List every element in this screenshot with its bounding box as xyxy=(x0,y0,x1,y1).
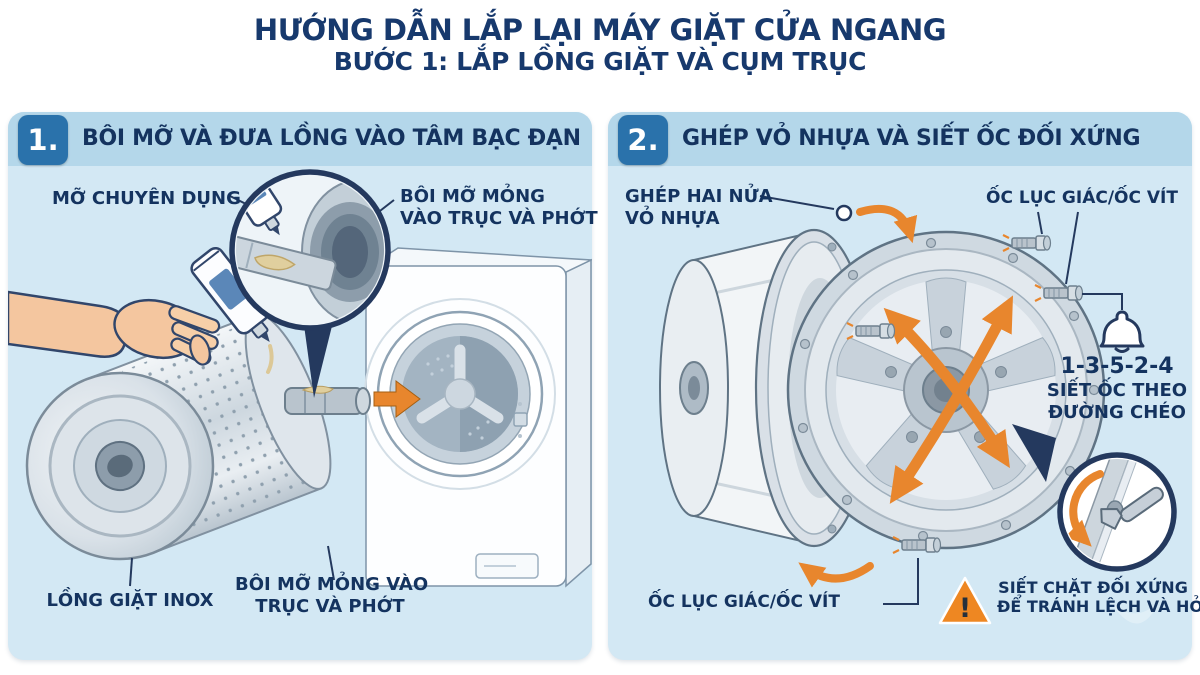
panel-1-artwork xyxy=(8,169,592,588)
panel-2-artwork: ! xyxy=(659,195,1177,625)
label-line: SIẾT ỐC THEO xyxy=(1046,380,1188,402)
wrench-icon xyxy=(1100,486,1164,530)
tighten-rotation-arrow xyxy=(1064,470,1104,547)
shaft-in-bearing xyxy=(236,235,337,291)
grease-drip xyxy=(266,344,274,374)
label-join-halves: GHÉP HAI NỬA VỎ NHỰA xyxy=(625,186,773,229)
rotation-arrow-bottom xyxy=(798,562,874,588)
panel-1-body: MỠ CHUYÊN DỤNG BÔI MỠ MỎNG VÀO TRỤC VÀ P… xyxy=(8,166,598,660)
label-line: ĐƯỜNG CHÉO xyxy=(1048,401,1186,423)
panel-2-header: 2. GHÉP VỎ NHỰA VÀ SIẾT ỐC ĐỐI XỨNG xyxy=(608,112,1192,166)
warning-icon: ! xyxy=(938,576,992,625)
label-line: ĐỂ TRÁNH LỆCH VÀ HỞ xyxy=(997,597,1200,617)
panel-2-body: ! GHÉP HAI NỬA VỎ NHỰA ỐC LỤC GIÁC/ỐC VÍ… xyxy=(608,166,1200,660)
panel-2-leader-lines xyxy=(759,195,1123,605)
step-1-title: BÔI MỠ VÀ ĐƯA LỒNG VÀO TÂM BẠC ĐẠN xyxy=(82,126,581,151)
forearm xyxy=(8,290,129,358)
callout-dot xyxy=(835,204,853,222)
page-title: HƯỚNG DẪN LẮP LẠI MÁY GIẶT CỬA NGANG BƯỚ… xyxy=(0,13,1200,77)
insert-arrow-icon xyxy=(373,380,421,418)
step-1-number: 1. xyxy=(18,115,68,165)
label-line: GHÉP HAI NỬA xyxy=(625,186,773,207)
stainless-drum-illustration xyxy=(25,313,371,561)
label-thin-grease-bottom: BÔI MỠ MỎNG VÀO TRỤC VÀ PHỚT xyxy=(235,574,429,617)
cross-tightening-arrows xyxy=(883,295,1014,504)
label-line: VỎ NHỰA xyxy=(625,207,720,229)
label-thin-grease-top: BÔI MỠ MỎNG VÀO TRỤC VÀ PHỚT xyxy=(400,186,598,229)
panel-step-1: 1. BÔI MỠ VÀ ĐƯA LỒNG VÀO TÂM BẠC ĐẠN xyxy=(8,112,598,660)
step-2-number: 2. xyxy=(618,115,668,165)
label-line: SIẾT CHẶT ĐỐI XỨNG xyxy=(998,578,1188,597)
washing-machine-illustration xyxy=(364,247,592,588)
warning-exclamation: ! xyxy=(959,593,971,624)
label-drum: LỒNG GIẶT INOX xyxy=(28,590,232,612)
title-line-2: BƯỚC 1: LẮP LỒNG GIẶT VÀ CỤM TRỤC xyxy=(333,47,867,77)
panel-step-2: 2. GHÉP VỎ NHỰA VÀ SIẾT ỐC ĐỐI XỨNG xyxy=(608,112,1200,660)
label-grease: MỠ CHUYÊN DỤNG xyxy=(52,188,241,210)
label-tighten-sequence: 1-3-5-2-4 SIẾT ỐC THEO ĐƯỜNG CHÉO xyxy=(1037,354,1197,424)
rim-bolt-holes xyxy=(797,237,1100,542)
rotation-arrow-top xyxy=(856,204,918,244)
label-warning: SIẾT CHẶT ĐỐI XỨNG ĐỂ TRÁNH LỆCH VÀ HỞ xyxy=(997,578,1200,617)
label-line: ỐC LỤC GIÁC/ỐC VÍT xyxy=(986,188,1178,208)
label-line: TRỤC VÀ PHỚT xyxy=(255,595,405,617)
thumb xyxy=(189,334,211,366)
bell-icon xyxy=(1099,310,1145,353)
wrench-detail-inset xyxy=(1012,424,1177,572)
label-line: LỒNG GIẶT INOX xyxy=(46,590,214,611)
hand-with-grease-tube xyxy=(8,246,274,374)
label-line: ỐC LỤC GIÁC/ỐC VÍT xyxy=(648,592,840,612)
label-line: 1-3-5-2-4 xyxy=(1060,354,1174,379)
label-line: MỠ CHUYÊN DỤNG xyxy=(52,188,241,209)
label-line: BÔI MỠ MỎNG xyxy=(400,186,545,207)
panel-1-header: 1. BÔI MỠ VÀ ĐƯA LỒNG VÀO TÂM BẠC ĐẠN xyxy=(8,112,592,166)
door-latch xyxy=(513,412,528,427)
watermark xyxy=(1108,598,1160,624)
label-bolts-top: ỐC LỤC GIÁC/ỐC VÍT xyxy=(976,188,1188,208)
label-bolts-bottom: ỐC LỤC GIÁC/ỐC VÍT xyxy=(648,592,840,612)
label-line: VÀO TRỤC VÀ PHỚT xyxy=(400,207,598,229)
drum-shaft xyxy=(284,385,371,415)
step-2-title: GHÉP VỎ NHỰA VÀ SIẾT ỐC ĐỐI XỨNG xyxy=(682,126,1141,151)
label-line: BÔI MỠ MỎNG VÀO xyxy=(235,574,429,595)
drum-perforations xyxy=(426,354,490,440)
title-line-1: HƯỚNG DẪN LẮP LẠI MÁY GIẶT CỬA NGANG xyxy=(253,13,947,47)
